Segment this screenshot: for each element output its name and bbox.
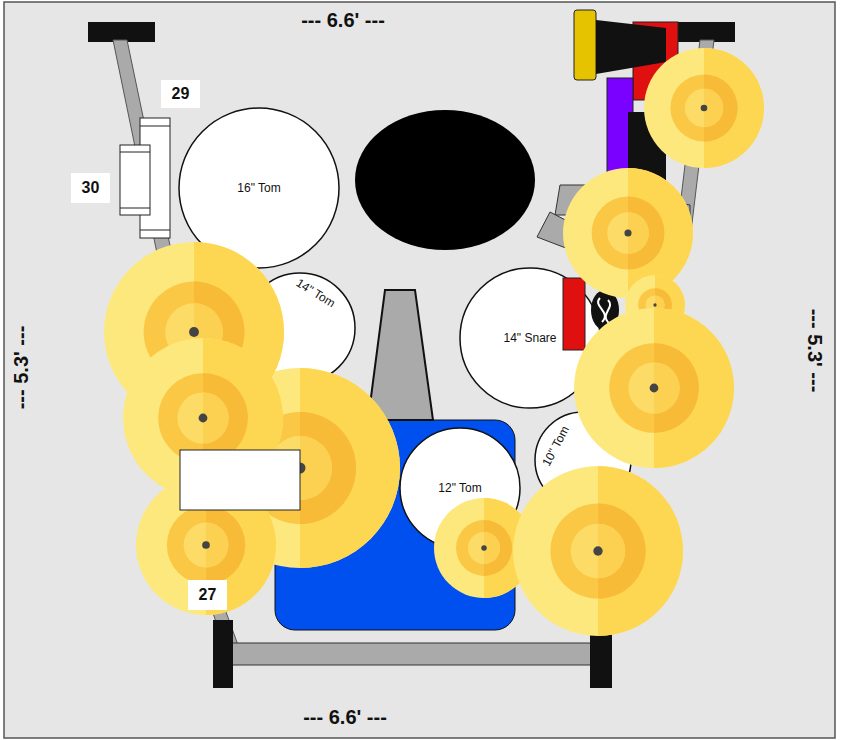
dimension-label: --- 6.6' --- [303, 706, 387, 729]
dimension-label: --- 5.3' --- [804, 308, 827, 392]
snare-strainer [563, 278, 585, 350]
drum-circle: 14" Snare [460, 268, 600, 408]
stand-base [88, 22, 155, 42]
callout-number: 30 [82, 179, 100, 197]
drum-head [179, 108, 339, 268]
cowbell [596, 20, 666, 74]
blank-panel [180, 450, 300, 510]
cymbal [513, 466, 683, 636]
drum-head [245, 273, 355, 383]
cymbal [200, 368, 400, 568]
cymbal [136, 475, 276, 615]
clamp-part [140, 118, 170, 238]
callout-box: 27 [188, 580, 227, 610]
clutch-detail [598, 298, 610, 324]
red-block [633, 22, 678, 100]
clamp-line [140, 230, 170, 231]
cymbal [644, 48, 764, 168]
clamp-line [120, 208, 150, 209]
drum-label: 14" Snare [504, 331, 557, 345]
cymbal [574, 308, 734, 468]
callout-number: 27 [199, 586, 217, 604]
cymbal [625, 275, 685, 335]
cymbal [104, 242, 284, 422]
drum-head [535, 412, 631, 508]
cymbal [123, 338, 283, 498]
floor-area [4, 2, 835, 738]
bass-drum [355, 110, 535, 250]
drum-circle: 12" Tom [400, 428, 520, 548]
callout-box: 29 [161, 80, 200, 108]
dimension-label: --- 5.3' --- [11, 325, 34, 409]
clamp-part [120, 145, 150, 215]
pedal-part [555, 185, 590, 215]
pedal-part [660, 200, 690, 250]
cymbal [434, 498, 534, 598]
drum-head [460, 268, 600, 408]
purple-block [607, 78, 633, 180]
rack-foot [590, 620, 612, 688]
yellow-block [574, 10, 596, 80]
clamp-line [140, 126, 170, 127]
drum-label: 16" Tom [237, 181, 280, 195]
drum-circle: 10" Tom [535, 412, 631, 508]
pedal-part [537, 212, 600, 258]
clamp-line [120, 152, 150, 153]
stand-pole [676, 40, 714, 240]
dimension-label: --- 6.6' --- [301, 9, 385, 32]
cymbal [563, 168, 693, 298]
rack-bar [218, 643, 608, 665]
callout-box: 30 [71, 173, 110, 203]
callout-number: 29 [172, 85, 190, 103]
drum-label: 12" Tom [438, 481, 481, 495]
rack-foot [213, 620, 233, 688]
throne [368, 290, 433, 420]
hihat-clutch [591, 290, 619, 330]
black-block [628, 112, 666, 190]
drum-head [400, 428, 520, 548]
stand-base [660, 22, 735, 42]
drum-circle: 16" Tom [179, 108, 339, 268]
drum-circle: 14" Tom [245, 273, 355, 383]
stand-pole [113, 40, 172, 258]
